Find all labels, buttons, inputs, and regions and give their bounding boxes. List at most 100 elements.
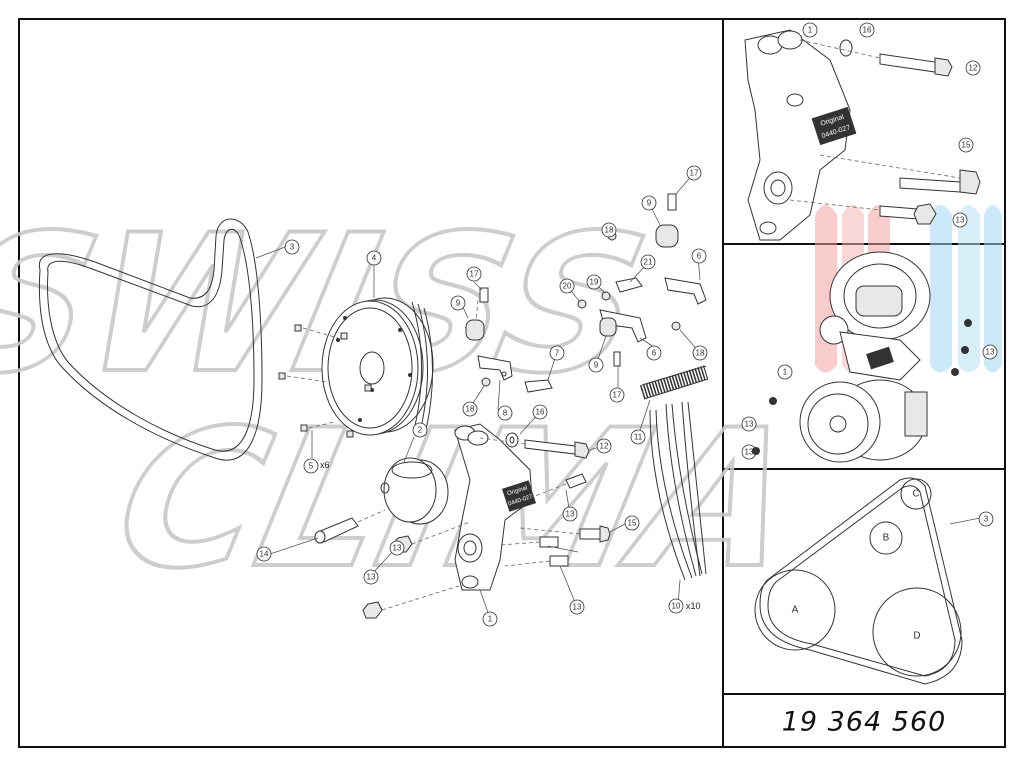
long-bolt-12	[479, 437, 590, 459]
callout-circle	[586, 274, 602, 290]
callout-circle	[497, 405, 513, 421]
detail-view-belt-routing: A B C D	[754, 477, 981, 685]
callout-circle	[482, 611, 498, 627]
callout-main-13: 13	[562, 506, 578, 522]
callout-circle	[549, 345, 565, 361]
hose-straps	[649, 401, 707, 581]
callout-circle	[802, 22, 818, 38]
title-block: 19 364 560	[782, 707, 947, 738]
quantity-x10: x10	[686, 601, 701, 611]
callout-circle	[389, 540, 405, 556]
callout-circle	[559, 278, 575, 294]
callout-main-14: 14	[256, 546, 272, 562]
part-number: 19 364 560	[782, 707, 947, 738]
callout-main-18: 18	[462, 401, 478, 417]
pulley-label-a: A	[792, 605, 799, 616]
quantity-x6: x6	[320, 460, 330, 470]
callout-detail-top-13: 13	[952, 212, 968, 228]
callout-number: 6	[697, 252, 702, 261]
callout-number: 12	[969, 64, 978, 73]
callout-circle	[609, 387, 625, 403]
pulley-label-d: D	[913, 631, 920, 642]
callout-number: 17	[690, 169, 699, 178]
callout-number: 18	[605, 226, 614, 235]
callout-circle	[982, 344, 998, 360]
hose-spring	[639, 365, 709, 400]
detail-view-compressor	[752, 251, 972, 463]
callout-detail-mid-13: 13	[741, 416, 757, 432]
callout-main-9: 9	[641, 195, 657, 211]
callout-circle	[450, 295, 466, 311]
callout-number: 16	[863, 26, 872, 35]
callout-circle	[284, 239, 300, 255]
callout-main-21: 21	[640, 254, 656, 270]
callout-circle	[777, 364, 793, 380]
callout-main-12: 12	[596, 438, 612, 454]
callout-number: 1	[488, 615, 493, 624]
callout-number: 19	[590, 278, 599, 287]
callout-number: 10	[672, 602, 681, 611]
callout-main-13: 13	[569, 599, 585, 615]
callout-circle	[686, 165, 702, 181]
callout-number: 20	[563, 282, 572, 291]
washer-16	[505, 432, 519, 448]
callout-main-9: 9	[588, 357, 604, 373]
callout-circle	[601, 222, 617, 238]
callout-number: 13	[367, 573, 376, 582]
callout-number: 13	[745, 420, 754, 429]
callout-circle	[741, 416, 757, 432]
callout-circle	[859, 22, 875, 38]
callout-circle	[691, 248, 707, 264]
callout-circle	[624, 515, 640, 531]
callout-number: 9	[594, 361, 599, 370]
callout-main-16: 16	[532, 404, 548, 420]
callout-main-4: 4	[366, 250, 382, 266]
callout-circle	[668, 598, 684, 614]
callout-main-11: 11	[630, 429, 646, 445]
idler-roller	[380, 457, 449, 525]
callout-circle	[958, 137, 974, 153]
main-exploded-view: Original 0440-027	[38, 172, 709, 619]
crank-pulley-ribs	[411, 301, 433, 433]
bolt-15	[519, 525, 611, 543]
pivot-pin	[314, 509, 386, 544]
callout-number: 13	[573, 603, 582, 612]
callout-detail-mid-1: 1	[777, 364, 793, 380]
callout-circle	[640, 254, 656, 270]
hose-bracket-6-mid	[599, 309, 647, 343]
callout-main-13: 13	[389, 540, 405, 556]
callout-number: 13	[986, 348, 995, 357]
callout-layer: 1234566789991011121313131314151617171718…	[256, 22, 998, 627]
pulley-label-b: B	[883, 533, 890, 544]
callout-detail-mid-13: 13	[982, 344, 998, 360]
callout-circle	[692, 345, 708, 361]
callout-circle	[466, 266, 482, 282]
callout-number: 9	[647, 199, 652, 208]
callout-number: 5	[309, 462, 314, 471]
callout-main-13: 13	[363, 569, 379, 585]
grommet-9-left	[465, 299, 485, 341]
callout-number: 21	[644, 258, 653, 267]
callout-detail-belt-3: 3	[978, 511, 994, 527]
callout-number: 17	[613, 391, 622, 400]
callout-circle	[596, 438, 612, 454]
callout-detail-top-15: 15	[958, 137, 974, 153]
callout-circle	[588, 357, 604, 373]
callout-number: 3	[984, 515, 989, 524]
callout-number: 18	[696, 349, 705, 358]
callout-number: 12	[600, 442, 609, 451]
serpentine-belt	[38, 218, 263, 461]
callout-detail-top-12: 12	[965, 60, 981, 76]
callout-main-20: 20	[559, 278, 575, 294]
callout-main-18: 18	[692, 345, 708, 361]
callout-number: 17	[470, 270, 479, 279]
callout-circle	[630, 429, 646, 445]
bolt-13-upper	[529, 473, 587, 499]
mounting-bracket: Original 0440-027	[454, 423, 537, 591]
callout-number: 3	[290, 243, 295, 252]
callout-circle	[952, 212, 968, 228]
callout-number: 8	[503, 409, 508, 418]
callout-main-6: 6	[691, 248, 707, 264]
callout-circle	[978, 511, 994, 527]
